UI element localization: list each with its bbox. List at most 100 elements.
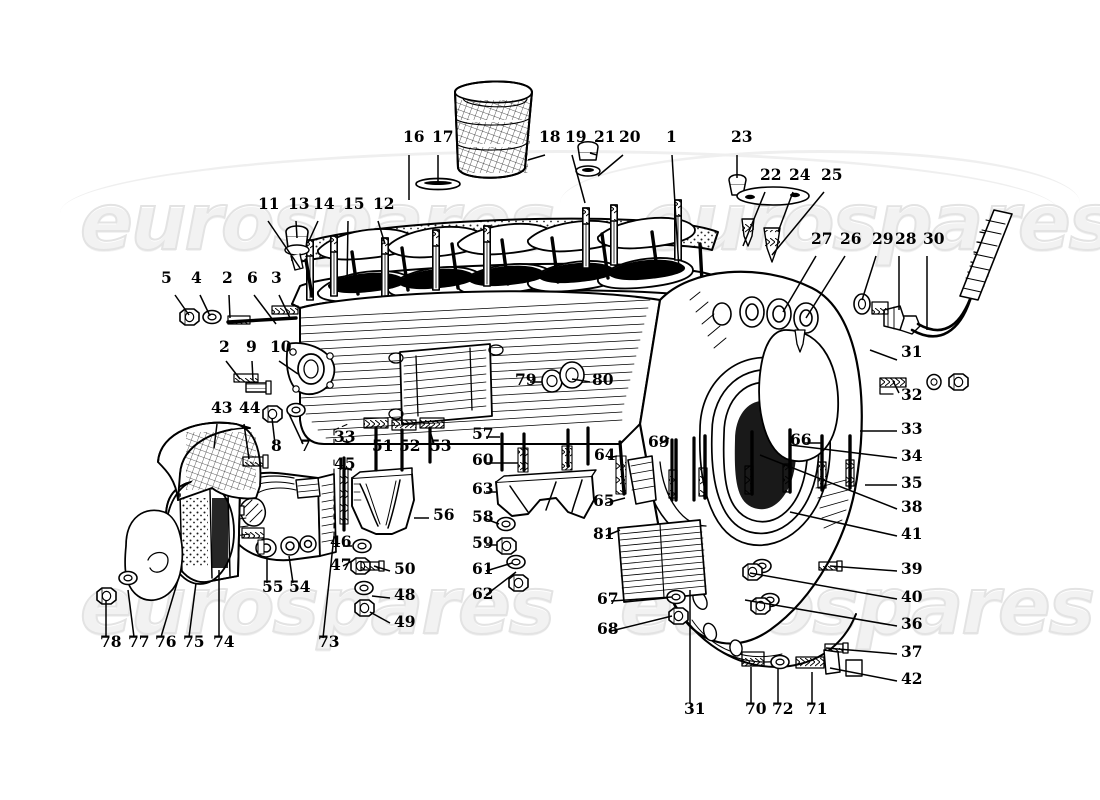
callout-label-8: 8 xyxy=(271,436,282,455)
leader-line xyxy=(342,560,353,567)
callout-label-45: 45 xyxy=(334,454,356,473)
leader-line xyxy=(485,562,513,572)
filter-plate-item-76 xyxy=(124,509,184,601)
screw-item-44 xyxy=(242,454,269,469)
screw-item-25 xyxy=(763,227,781,263)
leader-line xyxy=(610,615,673,632)
leader-line xyxy=(527,154,546,161)
leader-line xyxy=(295,220,298,239)
callout-label-31: 31 xyxy=(684,699,706,718)
leader-line xyxy=(829,667,898,682)
leader-line xyxy=(400,429,404,445)
callout-label-5: 5 xyxy=(161,268,172,287)
leader-line xyxy=(805,255,846,319)
leader-line xyxy=(342,467,353,471)
callout-label-54: 54 xyxy=(289,577,311,596)
callout-label-76: 76 xyxy=(155,632,177,651)
leader-line xyxy=(271,417,276,445)
callout-label-73: 73 xyxy=(318,632,340,651)
leader-line xyxy=(589,152,598,156)
callout-label-71: 71 xyxy=(806,699,828,718)
callout-label-28: 28 xyxy=(895,229,917,248)
leader-line xyxy=(869,349,898,361)
leader-line xyxy=(160,579,179,638)
callout-label-42: 42 xyxy=(901,669,923,688)
callout-label-63: 63 xyxy=(472,479,494,498)
callout-label-12: 12 xyxy=(373,194,395,213)
leader-line xyxy=(777,191,794,233)
leader-line xyxy=(610,596,673,602)
callout-label-52: 52 xyxy=(399,436,421,455)
callout-label-16: 16 xyxy=(403,127,425,146)
callout-label-61: 61 xyxy=(472,559,494,578)
callout-label-80: 80 xyxy=(592,370,614,389)
callout-label-2: 2 xyxy=(222,268,233,287)
callout-label-79: 79 xyxy=(515,370,537,389)
studs-item-69 xyxy=(670,436,696,502)
leader-line xyxy=(278,294,291,319)
union-nut-item-28 xyxy=(883,305,905,331)
engine-block-body xyxy=(291,290,661,445)
watermark-text: eurospares xyxy=(639,177,1100,269)
leader-line xyxy=(607,455,618,459)
callout-label-43: 43 xyxy=(211,398,233,417)
stud-item-2b xyxy=(233,373,259,383)
callout-label-21: 21 xyxy=(594,127,616,146)
callout-label-31: 31 xyxy=(901,342,923,361)
leader-line xyxy=(485,518,500,525)
screw-item-31 xyxy=(794,329,806,353)
leader-line xyxy=(597,154,624,177)
leader-line xyxy=(369,611,391,624)
callout-label-17: 17 xyxy=(432,127,454,146)
leader-line xyxy=(749,572,898,600)
leader-line xyxy=(199,294,211,317)
main-bearing-cap-item-56 xyxy=(339,456,415,535)
callout-label-51: 51 xyxy=(372,436,394,455)
callout-label-56: 56 xyxy=(433,505,455,524)
leader-line xyxy=(428,427,435,445)
callout-label-77: 77 xyxy=(128,632,150,651)
callout-label-74: 74 xyxy=(213,632,235,651)
callout-label-38: 38 xyxy=(901,497,923,516)
watermark-swoosh xyxy=(60,150,1060,213)
callout-label-26: 26 xyxy=(840,229,862,248)
callout-label-57: 57 xyxy=(472,424,494,443)
cover-shield-item-43 xyxy=(157,421,262,501)
callout-label-30: 30 xyxy=(923,229,945,248)
leader-line xyxy=(371,595,391,599)
callout-label-39: 39 xyxy=(901,559,923,578)
callout-label-62: 62 xyxy=(472,584,494,603)
callout-label-10: 10 xyxy=(270,337,292,356)
callout-label-44: 44 xyxy=(239,398,261,417)
callout-label-58: 58 xyxy=(472,507,494,526)
leader-line xyxy=(829,565,898,572)
callout-label-22: 22 xyxy=(760,165,782,184)
nipple-item-27 xyxy=(871,301,889,315)
callout-label-1: 1 xyxy=(666,127,677,146)
callout-label-64: 64 xyxy=(594,445,616,464)
bottom-fasteners xyxy=(741,649,841,675)
leader-line xyxy=(288,555,294,584)
callout-label-20: 20 xyxy=(619,127,641,146)
callout-label-33: 33 xyxy=(334,427,356,446)
leader-line xyxy=(225,360,241,380)
leader-line xyxy=(759,454,898,510)
leader-line xyxy=(373,565,391,572)
callout-label-29: 29 xyxy=(872,229,894,248)
callout-label-27: 27 xyxy=(811,229,833,248)
leader-line xyxy=(377,220,386,245)
watermark-swoosh-2 xyxy=(560,150,1080,203)
leader-line xyxy=(267,220,301,269)
leader-line xyxy=(251,360,254,381)
callout-label-48: 48 xyxy=(394,585,416,604)
callout-label-7: 7 xyxy=(300,436,311,455)
leader-line xyxy=(605,497,626,504)
callout-label-49: 49 xyxy=(394,612,416,631)
callout-label-32: 32 xyxy=(901,385,923,404)
gasket-ring-item-22 xyxy=(736,186,810,206)
sump-gasket-item-81 xyxy=(617,519,707,603)
leader-line xyxy=(307,220,319,244)
bracket-item-65 xyxy=(627,455,657,505)
leader-line xyxy=(789,444,898,459)
leader-line xyxy=(243,423,250,460)
